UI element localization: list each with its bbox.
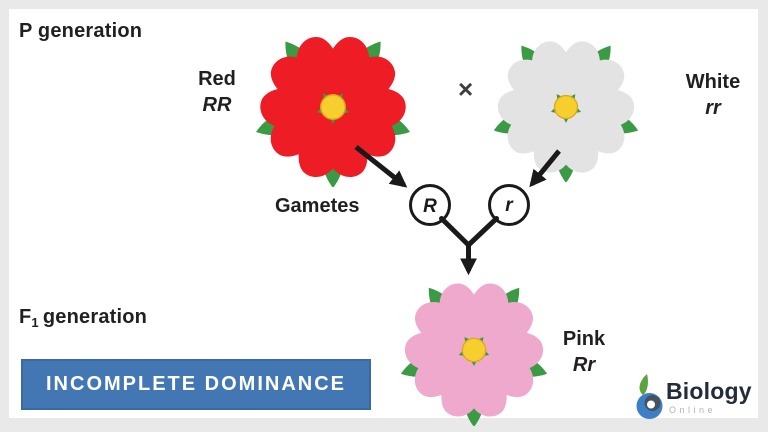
incomplete-dominance-banner: INCOMPLETE DOMINANCE [21,359,371,410]
pink-phenotype: Pink [562,328,606,350]
pink-flower [398,274,550,426]
logo-icon [636,374,663,419]
pink-offspring-label: Pink Rr [544,326,624,378]
red-flower-center [320,94,346,120]
f1-generation-text: generation [42,306,148,328]
white-genotype: rr [705,97,721,119]
white-parent-label: White rr [673,69,753,121]
gametes-label: Gametes [275,195,360,217]
biology-online-logo: Biology Online [636,373,761,421]
red-genotype: RR [202,94,232,116]
p-generation-text: P generation [19,20,143,42]
pink-flower-center [461,337,487,363]
logo-leaf-icon [639,374,648,395]
logo-inner-white [647,400,655,409]
red-phenotype: Red [198,68,236,90]
logo-brand-text: Biology [666,378,752,404]
white-phenotype: White [685,71,741,93]
f1-letter: F [19,306,32,328]
white-flower-center [553,94,579,120]
p-generation-label: P generation [19,20,142,43]
red-flower [253,27,413,187]
banner-text: INCOMPLETE DOMINANCE [46,373,346,395]
pink-genotype: Rr [572,354,596,376]
red-parent-label: Red RR [177,66,257,118]
white-flower [491,32,641,182]
f1-subscript: 1 [31,315,39,330]
cross-symbol: × [458,74,474,104]
logo-sub-text: Online [669,405,717,415]
